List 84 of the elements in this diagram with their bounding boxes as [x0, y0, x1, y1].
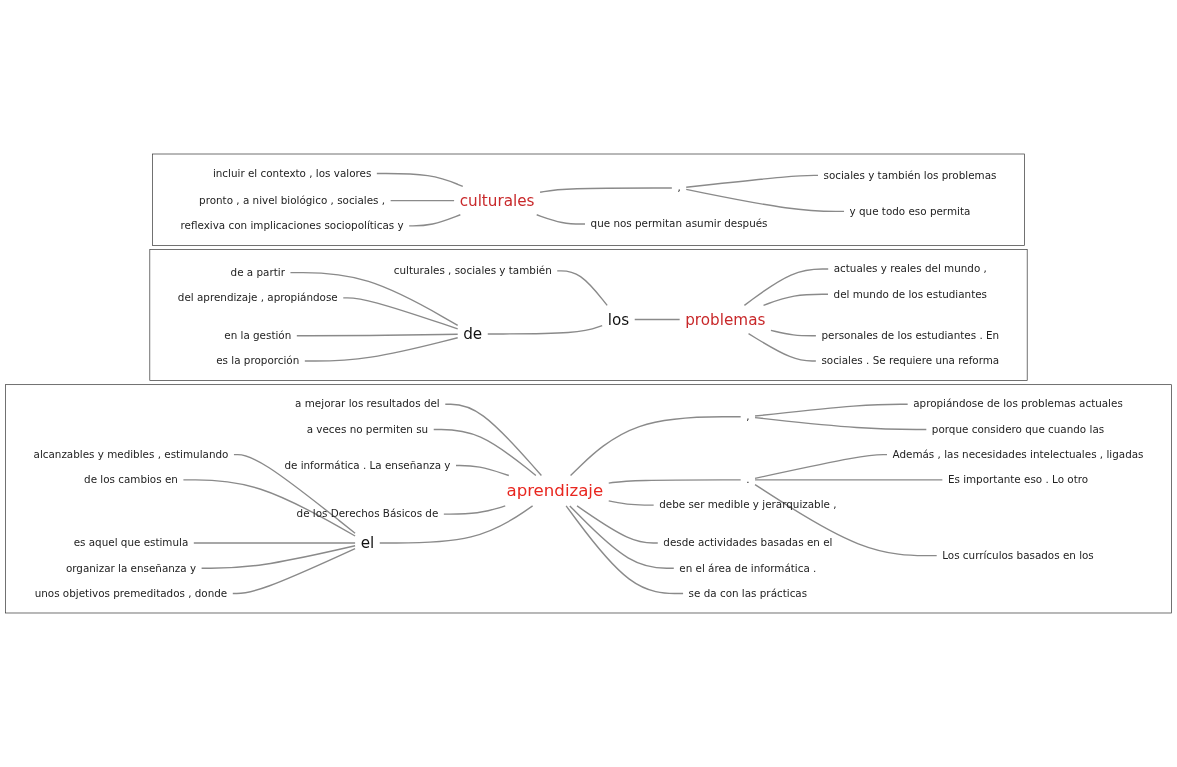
connector: [433, 428, 537, 477]
node-text: reflexiva con implicaciones sociopolíticas y: [180, 219, 404, 232]
node-text: actuales y reales del mundo ,: [833, 262, 987, 276]
connector: [743, 268, 829, 306]
connector: [608, 479, 742, 484]
node-text: en el área de informática .: [679, 561, 817, 575]
node-text: porque considero que cuando las: [931, 423, 1105, 436]
node-text: de: [463, 325, 483, 343]
node-text: culturales: [459, 191, 535, 210]
connector: [444, 403, 543, 477]
node-text: organizar la enseñanza y: [65, 561, 197, 575]
connector: [754, 416, 927, 431]
connector: [770, 329, 817, 337]
node-text: culturales , sociales y también: [393, 264, 552, 277]
connector: [408, 214, 461, 227]
node-text: de a partir: [230, 266, 285, 279]
node-text: problemas: [685, 310, 766, 329]
connector: [304, 337, 459, 362]
connector: [685, 188, 845, 213]
connector: [200, 545, 356, 569]
connector: [296, 333, 459, 337]
cluster: [149, 249, 1028, 381]
node-text: del aprendizaje , apropiándose: [177, 291, 338, 304]
connector: [685, 174, 819, 188]
cluster: [5, 384, 1172, 614]
node-text: personales de los estudiantes . En: [821, 329, 1000, 342]
node-text: de los cambios en: [84, 473, 178, 486]
node-text: unos objetivos premeditados , donde: [34, 587, 228, 600]
connector: [569, 416, 742, 477]
node-text: debe ser medible y jerarquizable ,: [659, 498, 837, 512]
connector: [342, 297, 459, 330]
connector: [536, 214, 586, 225]
node-text: a mejorar los resultados del: [295, 397, 440, 411]
node-text: es la proporción: [216, 354, 300, 368]
node-text: .: [746, 473, 750, 486]
node-text: pronto , a nivel biológico , sociales ,: [199, 194, 386, 207]
node-text: el: [360, 534, 375, 552]
node-text: sociales . Se requiere una reforma: [821, 354, 1000, 368]
connector: [634, 318, 681, 321]
connector: [487, 324, 603, 335]
cluster: [152, 153, 1025, 246]
connector: [565, 505, 684, 595]
connector: [379, 505, 534, 544]
connector: [754, 454, 888, 480]
connector: [389, 199, 455, 202]
connector: [754, 479, 944, 481]
connector: [762, 293, 829, 306]
connector: [455, 464, 510, 477]
node-text: Los currículos basados en los: [942, 549, 1094, 562]
node-text: se da con las prácticas: [688, 587, 808, 600]
connector: [539, 187, 673, 193]
connector: [193, 542, 356, 544]
node-text: desde actividades basadas en el: [663, 536, 833, 550]
connector: [376, 172, 464, 188]
node-text: ,: [677, 181, 681, 195]
node-text: de los Derechos Básicos de: [296, 507, 439, 521]
connector: [443, 505, 506, 515]
node-text: Además , las necesidades intelectuales , ligadas: [892, 448, 1144, 461]
node-text: los: [607, 310, 630, 329]
connector: [556, 270, 608, 306]
node-text: a veces no permiten su: [306, 423, 429, 436]
node-text: aprendizaje: [506, 481, 604, 501]
connector: [747, 333, 817, 362]
node-text: que nos permitan asumir después: [590, 217, 768, 231]
connector: [576, 505, 659, 544]
connector: [232, 547, 356, 595]
connector: [182, 479, 356, 537]
node-text: en la gestión: [224, 329, 292, 342]
connector: [289, 271, 459, 326]
node-text: incluir el contexto , los valores: [212, 167, 372, 180]
node-text: ,: [746, 410, 750, 423]
node-text: sociales y también los problemas: [823, 168, 997, 182]
node-text: de informática . La enseñanza y: [284, 459, 451, 472]
node-text: alcanzables y medibles , estimulando: [33, 448, 229, 461]
connector: [754, 403, 909, 417]
connector: [608, 500, 655, 506]
node-text: apropiándose de los problemas actuales: [913, 397, 1123, 411]
node-text: y que todo eso permita: [849, 204, 971, 218]
connector: [233, 454, 356, 534]
node-text: del mundo de los estudiantes: [833, 287, 988, 301]
node-text: Es importante eso . Lo otro: [947, 473, 1089, 486]
node-text: es aquel que estimula: [73, 536, 189, 550]
connector: [754, 483, 938, 557]
connector: [569, 505, 675, 569]
